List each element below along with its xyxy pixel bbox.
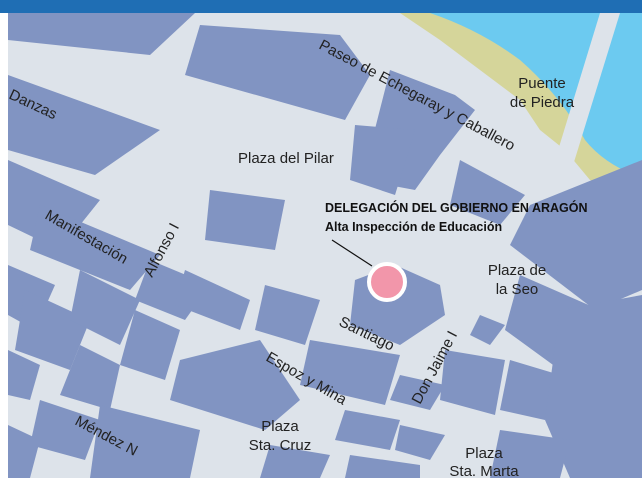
place-label-plaza-marta-1: Plaza	[465, 445, 503, 462]
header-bar	[0, 0, 642, 13]
office-subtitle: Alta Inspección de Educación	[325, 220, 502, 234]
pointer-line	[331, 239, 373, 267]
map-canvas: DELEGACIÓN DEL GOBIERNO EN ARAGÓN Alta I…	[8, 13, 642, 478]
office-name: DELEGACIÓN DEL GOBIERNO EN ARAGÓN	[325, 200, 588, 215]
place-label-plaza-seo-1: Plaza de	[488, 262, 546, 279]
bridge-puente-de-piedra	[552, 13, 620, 175]
place-label-plaza-seo-2: la Seo	[496, 281, 539, 298]
city-blocks	[8, 13, 642, 478]
place-label-puente-1: Puente	[518, 75, 566, 92]
place-label-plaza-cruz-2: Sta. Cruz	[249, 437, 312, 454]
location-dot-icon[interactable]	[367, 262, 407, 302]
place-label-puente-2: de Piedra	[510, 94, 575, 111]
place-label-plaza-pilar: Plaza del Pilar	[238, 150, 334, 167]
place-label-plaza-marta-2: Sta. Marta	[449, 463, 519, 478]
place-label-plaza-cruz-1: Plaza	[261, 418, 299, 435]
